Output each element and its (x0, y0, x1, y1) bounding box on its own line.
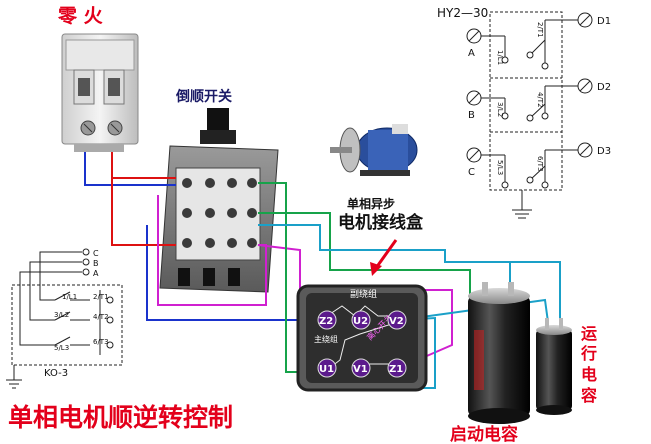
svg-text:行: 行 (580, 344, 597, 363)
terminal-z1: Z1 (387, 358, 407, 378)
aux-winding-label: 副绕组 (350, 288, 377, 300)
hy2-schematic: HY2—30 A (437, 6, 611, 219)
circuit-breaker-icon (61, 33, 139, 152)
svg-text:4/T2: 4/T2 (536, 92, 544, 108)
svg-text:D3: D3 (597, 146, 611, 157)
svg-text:D2: D2 (597, 82, 611, 93)
hy2-title: HY2—30 (437, 6, 488, 20)
svg-text:电: 电 (581, 365, 597, 384)
terminal-u1: U1 (317, 358, 337, 378)
svg-text:D1: D1 (597, 16, 611, 27)
svg-text:U1: U1 (319, 364, 334, 375)
run-capacitor-icon (536, 318, 572, 415)
svg-text:容: 容 (580, 386, 597, 405)
zero-fire-label: 零 火 (57, 5, 104, 27)
svg-text:V2: V2 (389, 316, 404, 327)
start-capacitor-icon (468, 282, 530, 424)
reverse-switch-label: 倒顺开关 (175, 88, 232, 105)
svg-text:Z1: Z1 (389, 364, 403, 375)
svg-text:A: A (93, 269, 99, 278)
terminal-v2: V2 (387, 310, 407, 330)
ko3-schematic: C B A 1/L1 3/L2 5/L3 2/T1 4/T2 6/T3 KO-3 (6, 248, 123, 389)
svg-text:6/T3: 6/T3 (536, 156, 544, 172)
ko3-title: KO-3 (44, 368, 68, 379)
svg-text:4/T2: 4/T2 (93, 313, 109, 321)
single-phase-async-label: 单相异步 (347, 196, 395, 211)
arrow-icon (370, 239, 398, 276)
svg-text:3/L2: 3/L2 (496, 102, 504, 117)
svg-text:运: 运 (581, 324, 597, 343)
terminal-u2: U2 (351, 310, 371, 330)
svg-text:C: C (93, 249, 99, 258)
terminal-z2: Z2 (317, 310, 337, 330)
main-winding-label: 主绕组 (314, 334, 338, 344)
svg-text:1/L1: 1/L1 (62, 293, 77, 301)
terminal-v1: V1 (351, 358, 371, 378)
svg-text:V1: V1 (353, 364, 368, 375)
svg-text:Z2: Z2 (319, 316, 333, 327)
svg-text:6/T3: 6/T3 (93, 338, 109, 346)
svg-text:5/L3: 5/L3 (54, 344, 69, 352)
svg-text:2/T1: 2/T1 (536, 22, 544, 38)
start-capacitor-label: 启动电容 (450, 424, 518, 444)
motor-icon (330, 124, 418, 176)
svg-text:B: B (93, 259, 99, 268)
svg-text:U2: U2 (353, 316, 368, 327)
svg-text:A: A (468, 48, 475, 59)
main-title: 单相电机顺逆转控制 (8, 403, 233, 432)
motor-junction-box-label: 电机接线盒 (338, 212, 424, 233)
svg-text:1/L1: 1/L1 (496, 50, 504, 65)
rotary-switch-icon (159, 108, 279, 293)
run-capacitor-label: 运 行 电 容 (580, 324, 597, 405)
svg-text:B: B (468, 110, 475, 121)
svg-text:3/L2: 3/L2 (54, 311, 69, 319)
svg-text:C: C (468, 167, 475, 178)
junction-box: 副绕组 主绕组 离心开关 Z2 U2 V2 U1 V1 Z1 (296, 284, 428, 392)
svg-text:5/L3: 5/L3 (496, 160, 504, 175)
svg-text:2/T1: 2/T1 (93, 293, 109, 301)
